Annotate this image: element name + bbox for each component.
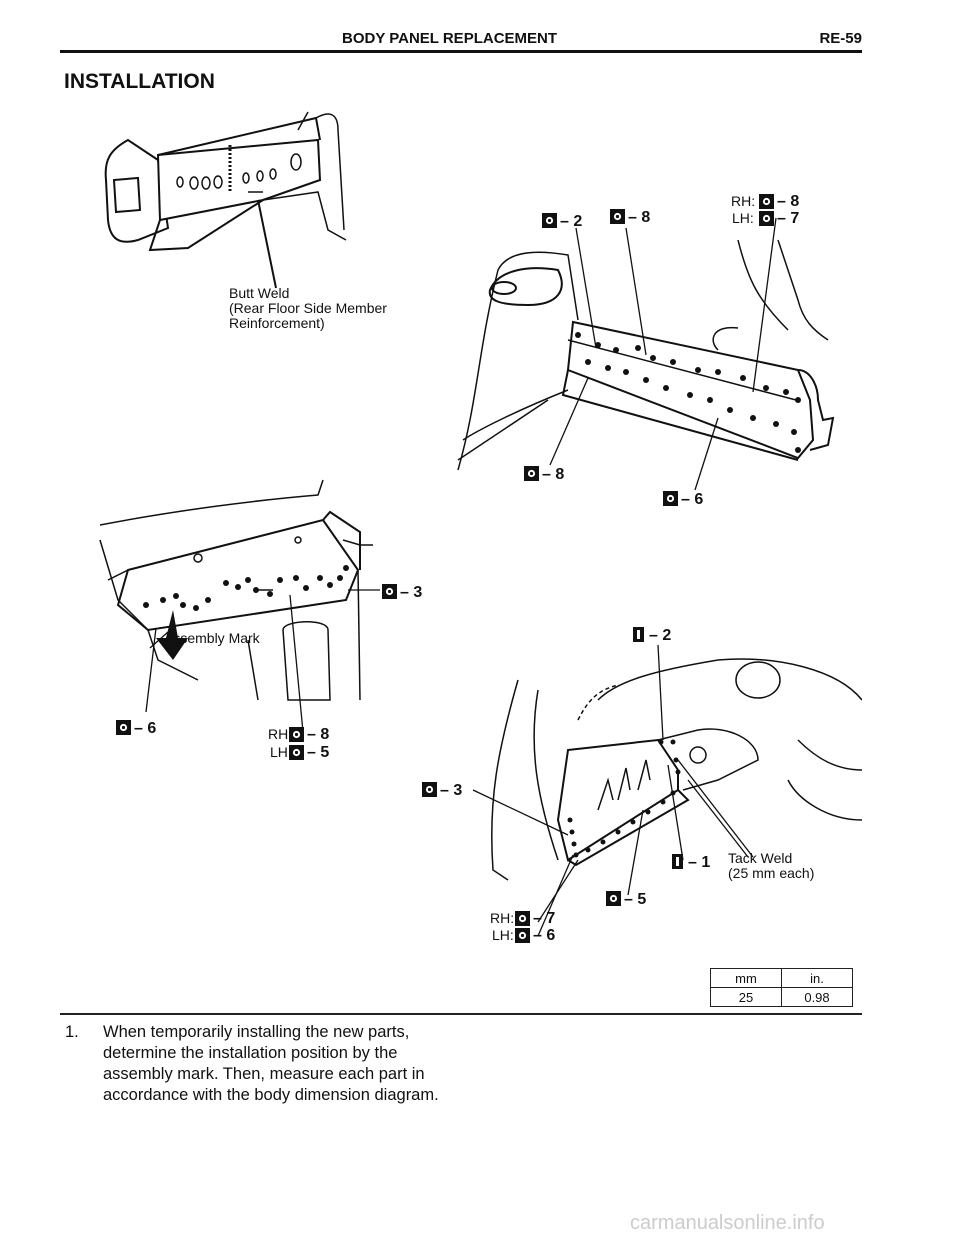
- callout-br-i1: – 1: [688, 854, 710, 871]
- callout-br-lh: – 6: [533, 927, 555, 944]
- butt-weld-label-1: Butt Weld: [229, 285, 289, 301]
- tack-weld-label-2: (25 mm each): [728, 865, 814, 881]
- top-left-illustration: [104, 111, 347, 289]
- unit-conversion-table: mm in. 25 0.98: [710, 968, 853, 1007]
- spot-weld-icon: [289, 745, 304, 760]
- callout-br-rh: – 7: [533, 910, 555, 927]
- section-rule: [60, 1013, 862, 1015]
- spot-weld-icon: [524, 466, 539, 481]
- step-text: When temporarily installing the new part…: [103, 1023, 439, 1104]
- spot-weld-icon: [422, 782, 437, 797]
- ml-rh-label: RH:: [268, 726, 292, 742]
- unit-header-in: in.: [781, 968, 853, 988]
- header-rule: [60, 50, 862, 53]
- assembly-mark-label: Assembly Mark: [164, 630, 261, 646]
- callout-br-5: – 5: [624, 891, 646, 908]
- watermark: carmanualsonline.info: [630, 1212, 825, 1234]
- page-header: BODY PANEL REPLACEMENT RE-59: [60, 30, 862, 52]
- tack-weld-label-1: Tack Weld: [728, 850, 792, 866]
- callout-ml-3: – 3: [400, 584, 422, 601]
- br-lh-label: LH:: [492, 927, 514, 943]
- callout-tr-b8: – 8: [542, 466, 564, 483]
- middle-left-weld-dots: [143, 565, 349, 611]
- bottom-right-illustration: [491, 658, 862, 881]
- tr-rh-label: RH:: [731, 193, 755, 209]
- header-title: BODY PANEL REPLACEMENT: [342, 30, 558, 47]
- spot-weld-icon: [610, 209, 625, 224]
- butt-weld-label-3: Reinforcement): [229, 315, 325, 331]
- spot-weld-icon: [606, 891, 621, 906]
- tack-weld-icon: [633, 627, 644, 642]
- top-right-illustration: [457, 239, 835, 471]
- callout-tr-rh: – 8: [777, 193, 799, 210]
- page-number: RE-59: [819, 30, 862, 47]
- callout-tr-2: – 2: [560, 213, 582, 230]
- callout-ml-rh: – 8: [307, 726, 329, 743]
- installation-diagram: Butt Weld (Rear Floor Side Member Reinfo…: [99, 111, 862, 944]
- unit-value-in: 0.98: [781, 987, 853, 1007]
- spot-weld-icon: [515, 928, 530, 943]
- spot-weld-icon: [515, 911, 530, 926]
- spot-weld-icon: [759, 211, 774, 226]
- callout-br-3: – 3: [440, 782, 462, 799]
- section-title: INSTALLATION: [64, 70, 215, 93]
- spot-weld-icon: [663, 491, 678, 506]
- spot-weld-icon: [542, 213, 557, 228]
- top-right-callouts: [549, 217, 777, 491]
- step-number: 1.: [65, 1023, 79, 1041]
- spot-weld-icon: [759, 194, 774, 209]
- bottom-right-callouts: [472, 644, 754, 937]
- callout-ml-lh: – 5: [307, 744, 329, 761]
- tr-lh-label: LH:: [732, 210, 754, 226]
- unit-value-mm: 25: [710, 987, 782, 1007]
- assembly-mark-arrow: [156, 610, 188, 660]
- middle-left-illustration: [99, 479, 373, 701]
- spot-weld-icon: [382, 584, 397, 599]
- unit-header-mm: mm: [710, 968, 782, 988]
- br-rh-label: RH:: [490, 910, 514, 926]
- tack-weld-icon: [672, 854, 683, 869]
- callout-tr-b6: – 6: [681, 491, 703, 508]
- callout-ml-6: – 6: [134, 720, 156, 737]
- butt-weld-label-2: (Rear Floor Side Member: [229, 300, 387, 316]
- callout-tr-8: – 8: [628, 209, 650, 226]
- callout-br-i2: – 2: [649, 627, 671, 644]
- ml-lh-label: LH:: [270, 744, 292, 760]
- top-right-weld-dots: [575, 332, 801, 453]
- callout-tr-lh: – 7: [777, 210, 799, 227]
- bottom-right-weld-dots: [567, 739, 681, 858]
- middle-left-callouts: [145, 589, 380, 733]
- spot-weld-icon: [289, 727, 304, 742]
- spot-weld-icon: [116, 720, 131, 735]
